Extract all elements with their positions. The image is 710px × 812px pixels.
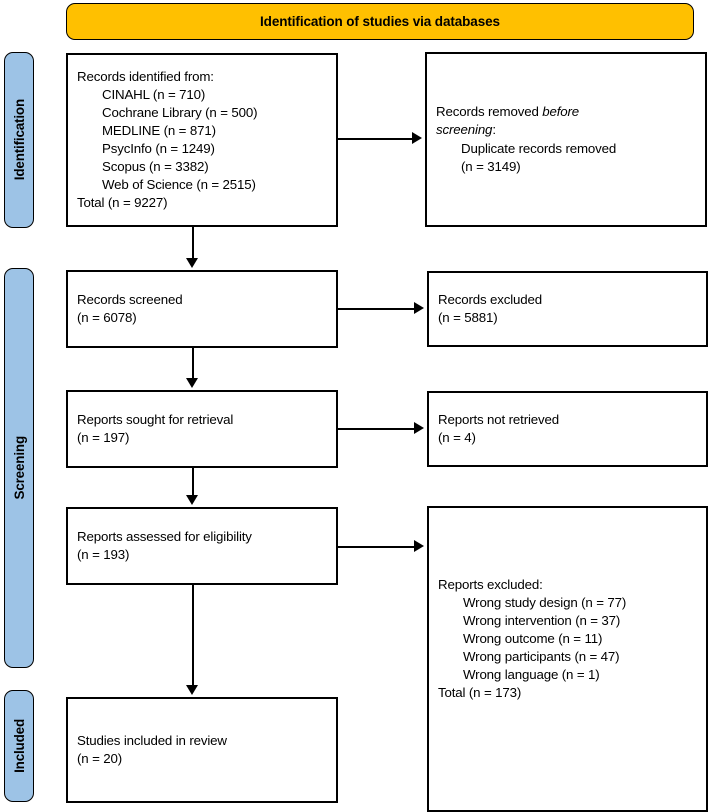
connector-identified-to-removed bbox=[338, 138, 414, 140]
arrowhead-identified-to-removed bbox=[412, 132, 422, 144]
arrowhead-screened-to-sought bbox=[186, 378, 198, 388]
records-removed-colon: : bbox=[492, 122, 496, 138]
source-cochrane-library: Cochrane Library (n = 500) bbox=[102, 104, 258, 120]
source-cinahl: CINAHL (n = 710) bbox=[102, 86, 206, 102]
banner-title: Identification of studies via databases bbox=[260, 14, 500, 29]
records-identified-heading: Records identified from: bbox=[77, 68, 214, 84]
arrowhead-assessed-to-excluded-reports bbox=[414, 540, 424, 552]
connector-screened-to-sought bbox=[192, 348, 194, 380]
box-reports-assessed: Reports assessed for eligibility (n = 19… bbox=[66, 507, 338, 585]
source-psycinfo: PsycInfo (n = 1249) bbox=[102, 141, 215, 156]
reason-wrong-language: Wrong language (n = 1) bbox=[463, 667, 600, 683]
reports-not-retrieved-count: (n = 4) bbox=[438, 430, 476, 445]
studies-included-count: (n = 20) bbox=[77, 751, 122, 766]
connector-sought-to-assessed bbox=[192, 468, 194, 497]
connector-assessed-to-included bbox=[192, 585, 194, 687]
box-records-screened: Records screened (n = 6078) bbox=[66, 270, 338, 348]
stage-label-identification: Identification bbox=[11, 99, 27, 181]
banner-identification-databases: Identification of studies via databases bbox=[66, 3, 694, 40]
connector-sought-to-not-retrieved bbox=[338, 428, 416, 430]
box-records-removed: Records removed before screening: Duplic… bbox=[425, 52, 707, 227]
records-screened-count: (n = 6078) bbox=[77, 310, 137, 325]
reports-assessed-label: Reports assessed for eligibility bbox=[77, 528, 252, 544]
reason-wrong-intervention: Wrong intervention (n = 37) bbox=[463, 613, 621, 629]
records-identified-total: Total (n = 9227) bbox=[77, 195, 168, 211]
connector-identified-to-screened bbox=[192, 227, 194, 260]
records-removed-line1: Records removed before bbox=[436, 103, 696, 121]
box-records-excluded: Records excluded (n = 5881) bbox=[427, 271, 708, 347]
reports-assessed-count: (n = 193) bbox=[77, 547, 130, 562]
arrowhead-sought-to-not-retrieved bbox=[414, 422, 424, 434]
records-removed-emphasis-before: before bbox=[542, 104, 580, 120]
studies-included-label: Studies included in review bbox=[77, 732, 227, 748]
box-studies-included: Studies included in review (n = 20) bbox=[66, 697, 338, 803]
box-records-identified: Records identified from: CINAHL (n = 710… bbox=[66, 53, 338, 227]
stage-bar-screening: Screening bbox=[4, 268, 34, 668]
reason-wrong-outcome: Wrong outcome (n = 11) bbox=[463, 631, 603, 647]
box-reports-excluded-reasons: Reports excluded: Wrong study design (n … bbox=[427, 506, 708, 812]
arrowhead-assessed-to-included bbox=[186, 685, 198, 695]
reports-sought-label: Reports sought for retrieval bbox=[77, 411, 234, 427]
duplicate-records-removed: Duplicate records removed bbox=[461, 140, 617, 156]
arrowhead-screened-to-excluded bbox=[414, 302, 424, 314]
arrowhead-identified-to-screened bbox=[186, 258, 198, 268]
arrowhead-sought-to-assessed bbox=[186, 495, 198, 505]
reports-excluded-total: Total (n = 173) bbox=[438, 685, 522, 701]
records-excluded-label: Records excluded bbox=[438, 291, 543, 307]
reports-not-retrieved-label: Reports not retrieved bbox=[438, 411, 560, 427]
records-excluded-count: (n = 5881) bbox=[438, 310, 498, 325]
reports-sought-count: (n = 197) bbox=[77, 430, 130, 445]
source-scopus: Scopus (n = 3382) bbox=[102, 159, 209, 175]
connector-screened-to-excluded bbox=[338, 308, 416, 310]
records-removed-emphasis-screening: screening bbox=[436, 122, 493, 138]
reason-wrong-study-design: Wrong study design (n = 77) bbox=[463, 595, 627, 611]
stage-label-included: Included bbox=[11, 719, 27, 773]
records-screened-label: Records screened bbox=[77, 291, 183, 307]
records-removed-line2: screening: bbox=[436, 121, 696, 139]
duplicate-records-count: (n = 3149) bbox=[461, 158, 521, 174]
connector-assessed-to-excluded-reports bbox=[338, 546, 416, 548]
source-medline: MEDLINE (n = 871) bbox=[102, 122, 216, 138]
stage-bar-identification: Identification bbox=[4, 52, 34, 228]
records-removed-prefix: Records removed bbox=[436, 104, 543, 120]
source-web-of-science: Web of Science (n = 2515) bbox=[102, 177, 256, 193]
stage-bar-included: Included bbox=[4, 690, 34, 802]
box-reports-sought: Reports sought for retrieval (n = 197) bbox=[66, 390, 338, 468]
reason-wrong-participants: Wrong participants (n = 47) bbox=[463, 649, 620, 665]
stage-label-screening: Screening bbox=[11, 436, 27, 500]
box-reports-not-retrieved: Reports not retrieved (n = 4) bbox=[427, 391, 708, 467]
reports-excluded-heading: Reports excluded: bbox=[438, 577, 543, 592]
